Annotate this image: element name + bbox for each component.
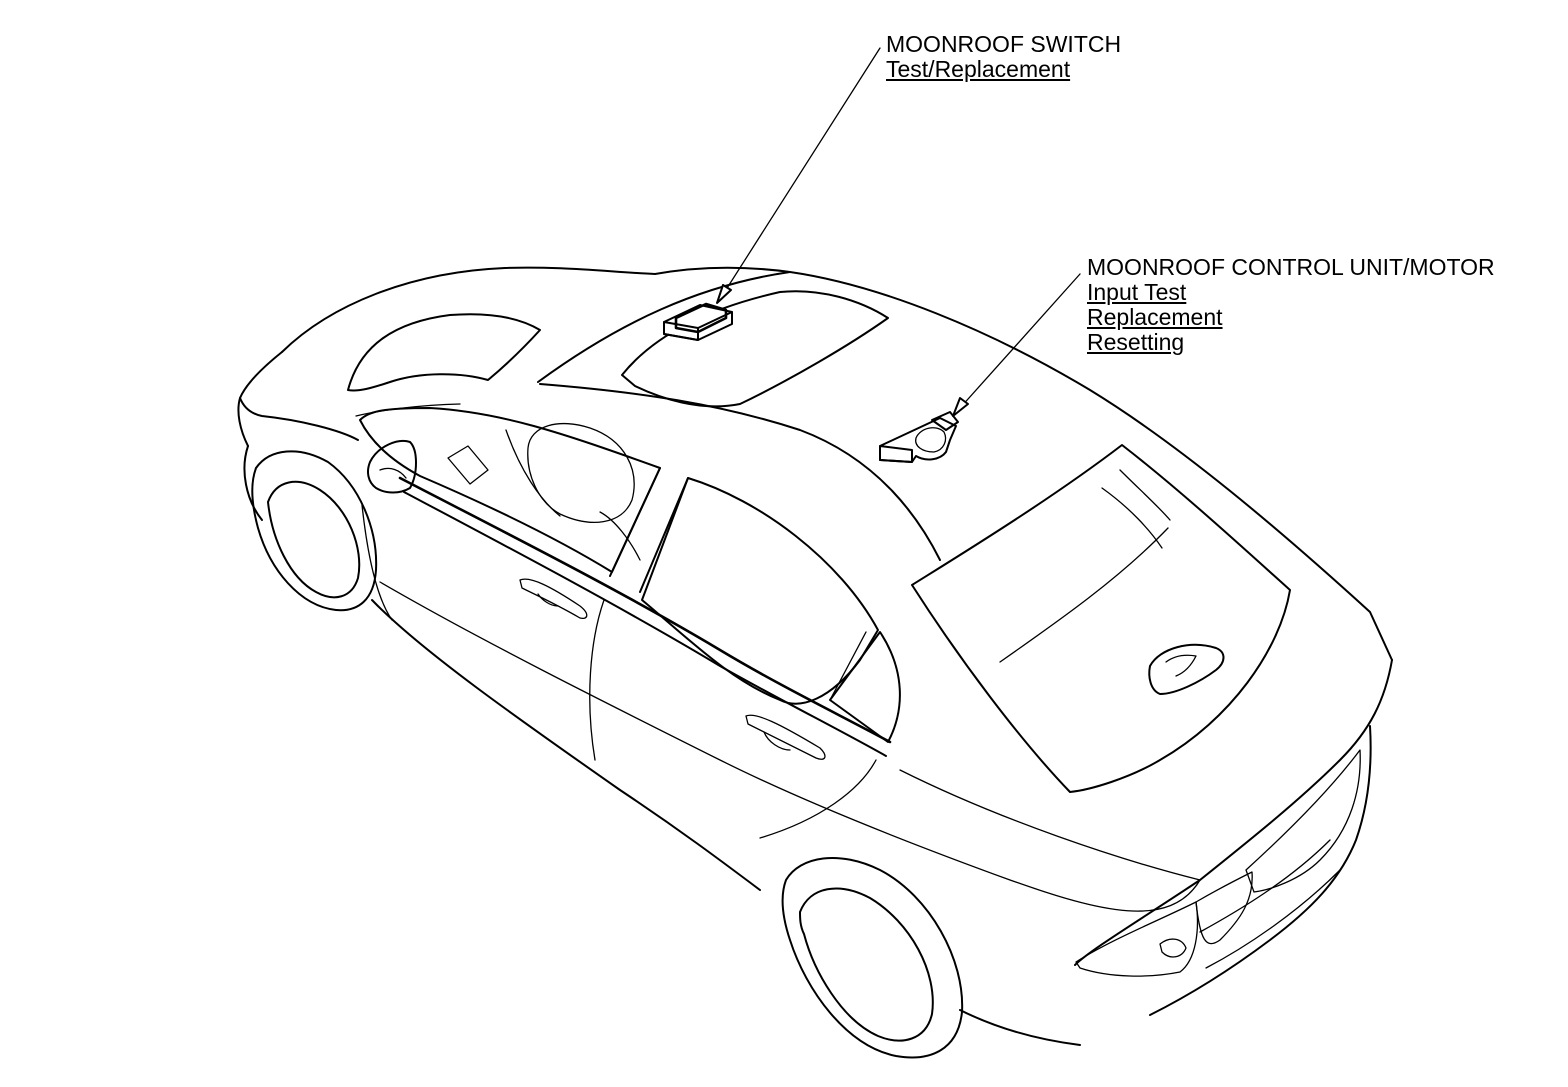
moonroof-control-unit-component[interactable] xyxy=(879,411,959,463)
leader-lines xyxy=(716,47,1081,417)
moonroof-switch-component[interactable] xyxy=(663,302,733,341)
tail-lights xyxy=(1075,749,1361,977)
roof-side-line xyxy=(539,383,941,561)
side-windows xyxy=(359,407,901,757)
windshield xyxy=(347,313,541,417)
callout-title-moonroof-control-unit: MOONROOF CONTROL UNIT/MOTOR xyxy=(1087,254,1495,280)
side-mirror xyxy=(367,440,417,494)
callout-moonroof-control-unit: MOONROOF CONTROL UNIT/MOTOR Input Test R… xyxy=(1087,255,1495,355)
rear-wheel xyxy=(781,857,964,1059)
callout-moonroof-switch: MOONROOF SWITCH Test/Replacement xyxy=(886,32,1121,82)
rear-window xyxy=(911,444,1291,793)
car-body-outline xyxy=(237,266,1393,1046)
doors xyxy=(361,504,1201,912)
interior-steering-wheel xyxy=(447,422,641,561)
link-replacement[interactable]: Replacement xyxy=(1087,304,1223,330)
link-test-replacement[interactable]: Test/Replacement xyxy=(886,56,1071,82)
link-resetting[interactable]: Resetting xyxy=(1087,329,1185,355)
leader-arrowhead-switch xyxy=(716,284,732,304)
callout-title-moonroof-switch: MOONROOF SWITCH xyxy=(886,31,1122,57)
trunk-emblem xyxy=(1148,643,1225,695)
roof-edge-line xyxy=(537,271,791,383)
link-input-test[interactable]: Input Test xyxy=(1087,279,1187,305)
leader-arrowhead-unit xyxy=(952,397,969,417)
front-wheel xyxy=(251,450,378,612)
